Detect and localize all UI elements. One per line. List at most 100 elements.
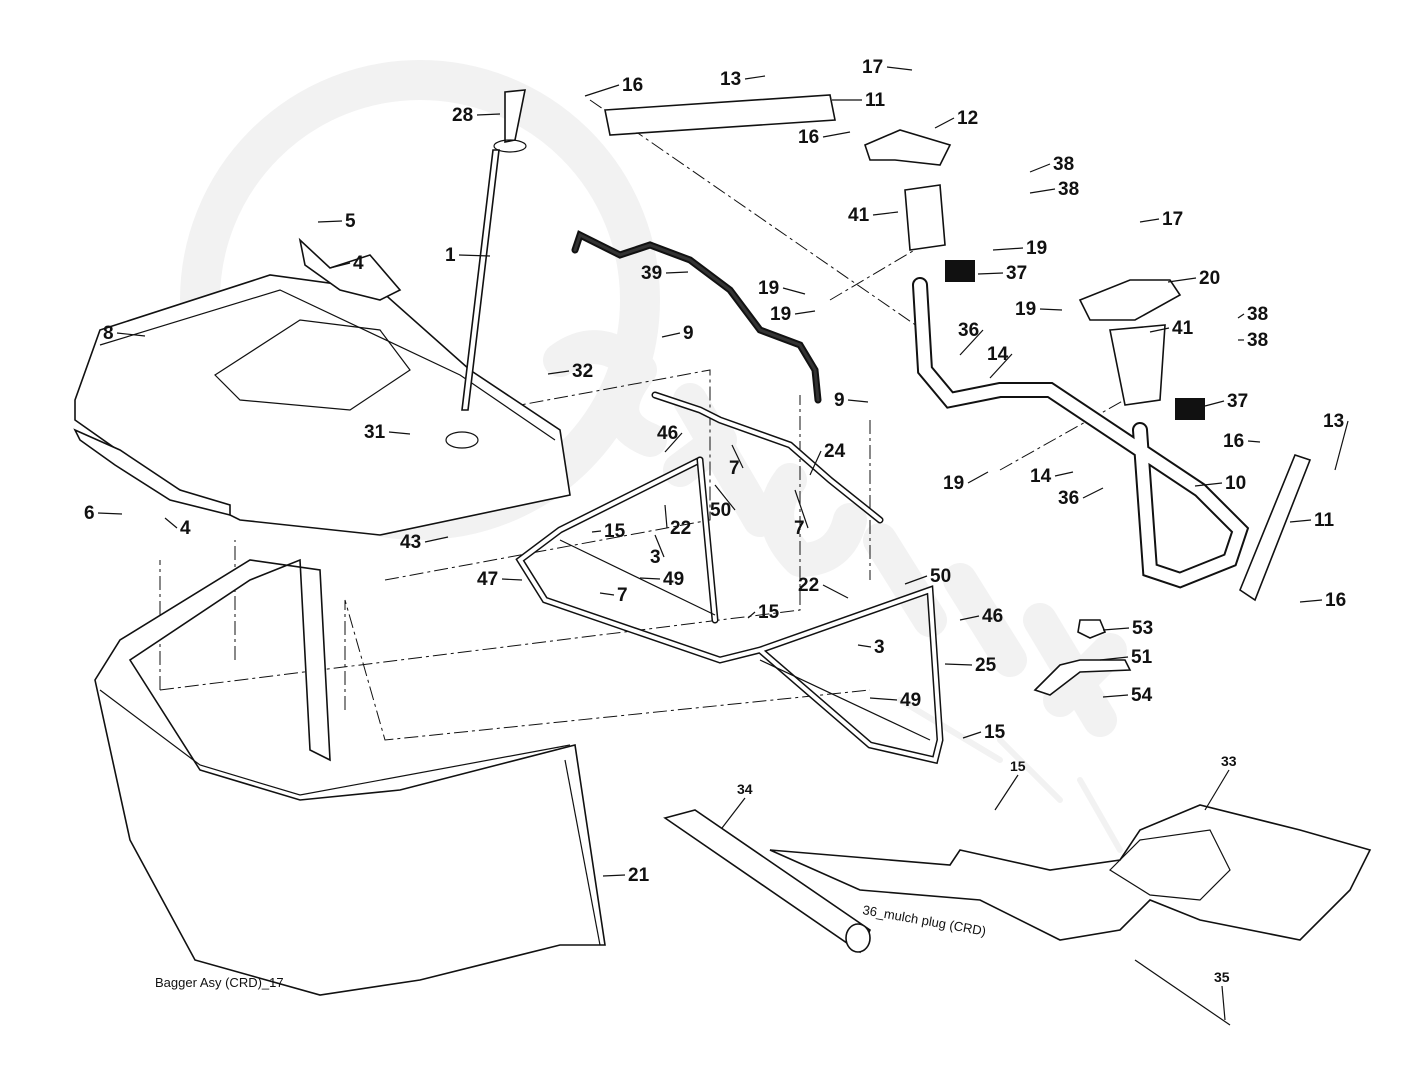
callout-4: 4 [353, 253, 364, 274]
leader-line [847, 399, 869, 403]
callout-15: 15 [758, 602, 780, 623]
leader-line [584, 84, 620, 97]
callout-3: 3 [874, 637, 885, 658]
leader-line [458, 254, 491, 257]
callout-14: 14 [1030, 466, 1052, 487]
leader-line [944, 663, 973, 666]
mulch-plug-assembly [663, 804, 1372, 1026]
hose-part-39 [571, 230, 822, 404]
callout-11: 11 [1314, 510, 1335, 531]
leader-line [664, 432, 683, 453]
callout-22: 22 [798, 575, 819, 596]
callout-31: 31 [364, 422, 386, 443]
callout-16: 16 [1325, 590, 1346, 611]
leader-line [782, 287, 806, 295]
leader-line [904, 575, 928, 585]
leader-line [476, 113, 501, 116]
leader-line [731, 444, 744, 469]
leader-line [872, 211, 899, 216]
dashed-alignment-lines [159, 99, 1161, 741]
leader-line [747, 611, 756, 619]
callout-22: 22 [670, 518, 691, 539]
callout-49: 49 [900, 690, 921, 711]
leader-line [547, 370, 570, 375]
leader-line [822, 131, 851, 138]
leader-line [1237, 313, 1245, 319]
callout-54: 54 [1131, 685, 1153, 706]
leader-line [992, 247, 1024, 251]
leader-line [1139, 218, 1160, 223]
callout-38: 38 [1053, 154, 1074, 175]
callout-36: 36 [1058, 488, 1079, 509]
callout-12: 12 [957, 108, 978, 129]
leader-line [116, 332, 146, 337]
leader-line [329, 262, 351, 269]
callout-43: 43 [400, 532, 421, 553]
callout-32: 32 [572, 361, 593, 382]
leader-line [665, 271, 689, 274]
callout-50: 50 [710, 500, 731, 521]
callout-15: 15 [1010, 758, 1026, 774]
plate-parts-11 [604, 94, 1312, 602]
callout-9: 9 [683, 323, 694, 344]
callout-16: 16 [798, 127, 819, 148]
callout-1: 1 [445, 245, 456, 266]
callout-37: 37 [1227, 391, 1248, 412]
callout-33: 33 [1221, 753, 1237, 769]
leader-line [934, 117, 955, 129]
callout-19: 19 [943, 473, 964, 494]
leader-line [1149, 327, 1170, 333]
callout-17: 17 [1162, 209, 1183, 230]
latch-part-51 [1033, 619, 1132, 696]
leader-line [1102, 627, 1130, 631]
leader-line [1102, 694, 1129, 698]
callout-41: 41 [1172, 318, 1194, 339]
leader-line [959, 329, 984, 356]
callout-50: 50 [930, 566, 951, 587]
callout-46: 46 [657, 423, 678, 444]
leader-line [599, 592, 615, 596]
mount-bracket-part-10 [904, 184, 1250, 589]
callout-38: 38 [1247, 330, 1268, 351]
callout-19: 19 [1026, 238, 1047, 259]
bag-lid-part-8 [74, 274, 571, 536]
leader-line [1204, 400, 1225, 407]
leader-line [664, 504, 668, 529]
bag-part-21 [94, 558, 606, 996]
callout-11: 11 [865, 90, 886, 111]
callout-38: 38 [1247, 304, 1268, 325]
callout-46: 46 [982, 606, 1003, 627]
callout-7: 7 [794, 518, 805, 539]
callout-3: 3 [650, 547, 661, 568]
leader-line [714, 484, 736, 511]
leader-line [602, 874, 626, 877]
leader-line [1099, 656, 1129, 661]
callout-25: 25 [975, 655, 997, 676]
leader-line [1029, 163, 1051, 173]
callout-28: 28 [452, 105, 473, 126]
leader-line [721, 797, 746, 829]
callout-49: 49 [663, 569, 684, 590]
callout-53: 53 [1132, 618, 1153, 639]
leader-line [388, 431, 411, 435]
leader-line [822, 584, 849, 599]
callout-7: 7 [617, 585, 628, 606]
leader-line [857, 644, 872, 648]
callout-51: 51 [1131, 647, 1153, 668]
leader-line [744, 75, 766, 80]
clip-parts-12-20 [864, 129, 1205, 420]
callout-35: 35 [1214, 969, 1230, 985]
callout-16: 16 [622, 75, 643, 96]
leader-line [164, 517, 178, 529]
leader-line [962, 731, 982, 739]
callout-15: 15 [984, 722, 1006, 743]
callout-16: 16 [1223, 431, 1244, 452]
callout-15: 15 [604, 521, 626, 542]
callout-36: 36 [958, 320, 979, 341]
callout-34: 34 [737, 781, 753, 797]
callout-4: 4 [180, 518, 191, 539]
leader-line [869, 697, 898, 701]
